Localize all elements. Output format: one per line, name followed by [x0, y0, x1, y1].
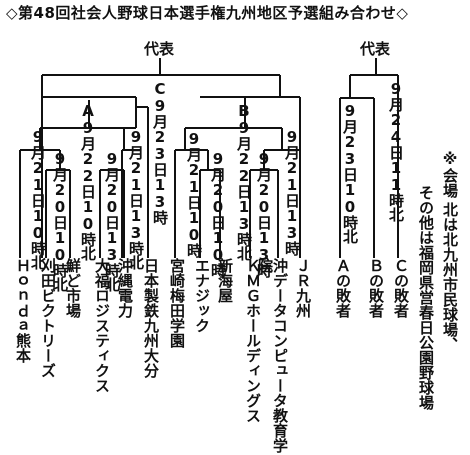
loser-entry: Ｃの敗者 — [392, 258, 410, 318]
bracket-title: ◇第48回社会人野球日本選手権九州地区予選組み合わせ◇ — [6, 4, 409, 22]
first-round-label: 9月21日13時 — [283, 128, 301, 255]
loser-entry: Ｂの敗者 — [367, 258, 385, 318]
semifinal-a-label: A9月22日10時北 — [79, 102, 97, 260]
team-name: 日本製鉄九州大分 — [142, 258, 160, 378]
team-name: 刈田ビクトリーズ — [39, 258, 57, 378]
first-round-label: 9月20日10時北 — [51, 150, 69, 291]
team-name: ＪＲ九州 — [294, 258, 312, 318]
team-name: 沖縄電力 — [116, 258, 134, 318]
first-round-label: 9月21日10時 — [185, 130, 203, 257]
venue-note-line: 北は北九州市民球場、 — [441, 202, 459, 352]
left-representative-label: 代表 — [144, 40, 175, 58]
final-match-label: C9月23日13時 — [151, 80, 169, 224]
loser-entry: Ａの敗者 — [334, 258, 352, 318]
right-semifinal-label: 9月23日10時北 — [341, 102, 359, 243]
venue-note-line: その他は福岡県営春日公園野球場 — [417, 185, 435, 410]
first-round-label: 9月21日10時北 — [29, 128, 47, 269]
team-name: 宮崎梅田学園 — [168, 258, 186, 348]
venue-note-heading: ※会場 — [441, 150, 459, 198]
team-name: ＫＭＧホールディングス — [244, 258, 262, 423]
first-round-label: 9月20日13時 — [255, 150, 273, 277]
team-name: 鮮ど市場 — [64, 258, 82, 318]
first-round-label: 9月21日13時北 — [127, 128, 145, 269]
team-name: 新海屋 — [216, 258, 234, 303]
team-name: Ｈｏｎｄａ熊本 — [14, 258, 32, 363]
first-round-label: 9月20日10時 — [209, 150, 227, 277]
right-final-label: 9月24日11時北 — [387, 80, 405, 221]
team-name: エナジック — [193, 258, 211, 333]
team-name: 大福ロジスティクス — [93, 258, 111, 393]
right-representative-label: 代表 — [360, 40, 391, 58]
team-name: 沖データコンピュータ教育学院 — [256, 258, 289, 453]
first-round-label: 9月20日13時北 — [103, 150, 121, 291]
semifinal-b-label: B9月22日13時北 — [235, 102, 253, 260]
